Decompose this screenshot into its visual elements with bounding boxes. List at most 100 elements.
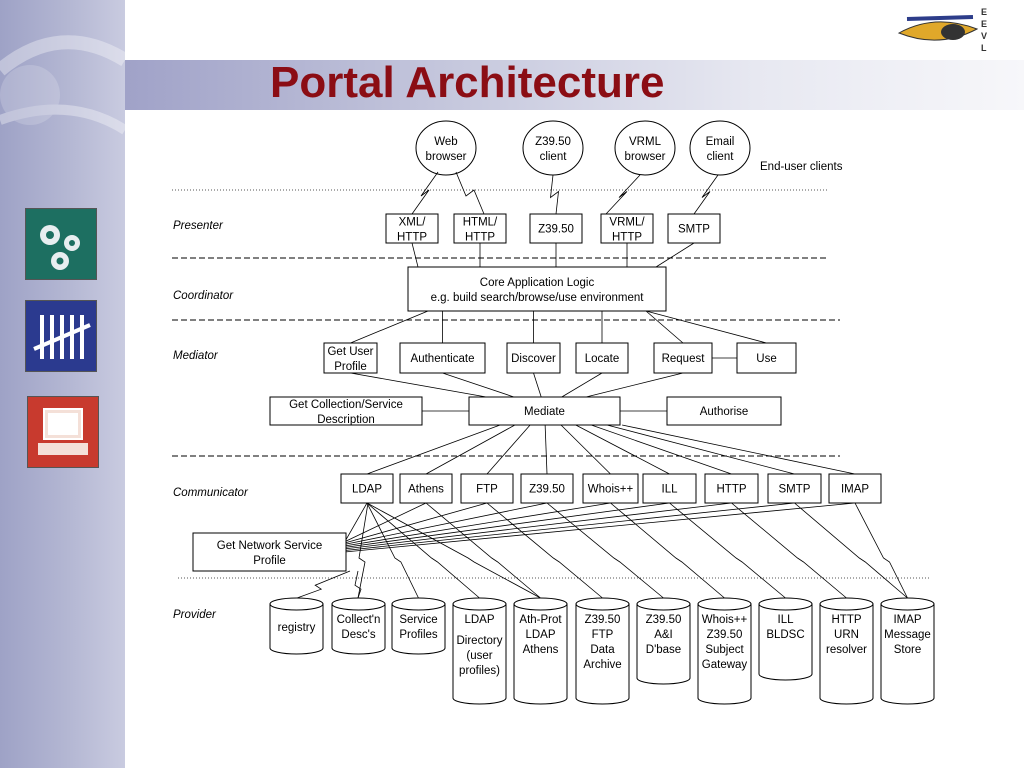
presenter-box-4 bbox=[667, 213, 721, 244]
provider-label: Service bbox=[399, 614, 437, 626]
coordinator-box-label-2: e.g. build search/browse/use environment bbox=[431, 292, 645, 304]
presenter-box-1-label-2: HTTP bbox=[465, 232, 495, 244]
presenter-box-3 bbox=[600, 213, 654, 244]
mediator-box-2-label: Discover bbox=[511, 353, 556, 365]
presenter-box-0-label-2: HTTP bbox=[397, 232, 427, 244]
presenter-box-4-label: SMTP bbox=[678, 224, 710, 236]
communicator-box-smtp-label: SMTP bbox=[779, 484, 811, 496]
presenter-box-1 bbox=[453, 213, 507, 244]
layer-label-communicator: Communicator bbox=[173, 487, 249, 499]
provider-label: Archive bbox=[583, 659, 621, 671]
clients-caption: End-user clients bbox=[760, 161, 843, 173]
coordinator-box bbox=[407, 266, 667, 312]
mediator-box-0-label-2: Profile bbox=[334, 361, 367, 373]
provider-label: D'base bbox=[646, 644, 681, 656]
provider-db-10 bbox=[880, 597, 935, 705]
provider-db-0 bbox=[269, 597, 324, 655]
communicator-box-ill bbox=[642, 473, 697, 504]
client-label: Web bbox=[434, 136, 457, 148]
collection-description-box-label: Get Collection/Service bbox=[289, 399, 403, 411]
network-service-profile-box-label-2: Profile bbox=[253, 555, 286, 567]
provider-label: A&I bbox=[654, 629, 673, 641]
provider-label: profiles) bbox=[459, 665, 500, 677]
presenter-box-2-label: Z39.50 bbox=[538, 224, 574, 236]
provider-db-7 bbox=[697, 597, 752, 705]
client-label: VRML bbox=[629, 136, 662, 148]
provider-label: Z39.50 bbox=[707, 629, 743, 641]
provider-label: resolver bbox=[826, 644, 867, 656]
provider-db-5 bbox=[575, 597, 630, 705]
presenter-box-0-label: XML/ bbox=[399, 217, 427, 229]
gears-icon bbox=[25, 208, 97, 280]
provider-label: Gateway bbox=[702, 659, 748, 671]
provider-label: Whois++ bbox=[702, 614, 748, 626]
layer-label-provider: Provider bbox=[173, 609, 217, 621]
provider-label: Subject bbox=[705, 644, 744, 656]
communicator-box-whois-label: Whois++ bbox=[588, 484, 634, 496]
client-label: Email bbox=[706, 136, 735, 148]
mediator-box-4-label: Request bbox=[662, 353, 706, 365]
collection-description-box-label-2: Description bbox=[317, 414, 375, 426]
communicator-box-ftp bbox=[460, 473, 514, 504]
tally-marks-icon bbox=[25, 300, 97, 372]
provider-label: registry bbox=[278, 622, 316, 634]
mediate-box-label: Mediate bbox=[524, 406, 565, 418]
provider-label: Collect'n bbox=[337, 614, 381, 626]
presenter-box-3-label: VRML/ bbox=[609, 217, 645, 229]
provider-db-8 bbox=[758, 597, 813, 681]
provider-label: Desc's bbox=[341, 629, 375, 641]
communicator-box-whois bbox=[582, 473, 639, 504]
provider-label: Athens bbox=[523, 644, 559, 656]
provider-label: HTTP bbox=[831, 614, 861, 626]
provider-label: URN bbox=[834, 629, 859, 641]
authorise-box bbox=[666, 396, 782, 426]
communicator-box-ldap bbox=[340, 473, 394, 504]
mediator-box-1-label: Authenticate bbox=[411, 353, 475, 365]
slide-title: Portal Architecture bbox=[270, 58, 665, 107]
presenter-box-0 bbox=[385, 213, 439, 244]
communicator-box-http bbox=[704, 473, 759, 504]
client-label-2: client bbox=[540, 151, 568, 163]
title-band bbox=[125, 60, 1024, 110]
mediator-box-0-label: Get User bbox=[327, 346, 373, 358]
provider-label: Z39.50 bbox=[585, 614, 621, 626]
communicator-box-imap-label: IMAP bbox=[841, 484, 869, 496]
provider-label: Ath-Prot bbox=[519, 614, 562, 626]
slide-sidebar bbox=[0, 0, 125, 768]
communicator-box-ill-label: ILL bbox=[662, 484, 679, 496]
mediator-box-5-label: Use bbox=[756, 353, 776, 365]
communicator-box-ldap-label: LDAP bbox=[352, 484, 382, 496]
communicator-box-http-label: HTTP bbox=[716, 484, 746, 496]
eye-watermark-icon bbox=[0, 35, 125, 135]
provider-label: Message bbox=[884, 629, 931, 641]
layer-label-presenter: Presenter bbox=[173, 220, 224, 232]
client-2 bbox=[614, 120, 676, 176]
client-label-2: client bbox=[707, 151, 735, 163]
client-0 bbox=[415, 120, 477, 176]
layer-label-mediator: Mediator bbox=[173, 350, 219, 362]
coordinator-box-label: Core Application Logic bbox=[480, 277, 595, 289]
provider-label: Profiles bbox=[399, 629, 438, 641]
communicator-box-z3950-label: Z39.50 bbox=[529, 484, 565, 496]
presenter-box-3-label-2: HTTP bbox=[612, 232, 642, 244]
provider-label: ILL bbox=[778, 614, 795, 626]
provider-label: BLDSC bbox=[766, 629, 804, 641]
provider-db-9 bbox=[819, 597, 874, 705]
network-service-profile-box-label: Get Network Service bbox=[217, 540, 322, 552]
collection-description-box bbox=[269, 396, 423, 426]
mediator-box-3-label: Locate bbox=[585, 353, 620, 365]
provider-label: Directory bbox=[456, 635, 502, 647]
provider-label: Z39.50 bbox=[646, 614, 682, 626]
provider-db-3 bbox=[452, 597, 507, 705]
provider-db-6 bbox=[636, 597, 691, 685]
provider-label: Store bbox=[894, 644, 922, 656]
presenter-box-1-label: HTML/ bbox=[463, 217, 498, 229]
provider-db-1 bbox=[331, 597, 386, 655]
provider-label: LDAP bbox=[525, 629, 555, 641]
provider-db-2 bbox=[391, 597, 446, 655]
client-label-2: browser bbox=[426, 151, 467, 163]
provider-label: LDAP bbox=[464, 614, 494, 626]
provider-label: IMAP bbox=[893, 614, 921, 626]
communicator-box-ftp-label: FTP bbox=[476, 484, 498, 496]
